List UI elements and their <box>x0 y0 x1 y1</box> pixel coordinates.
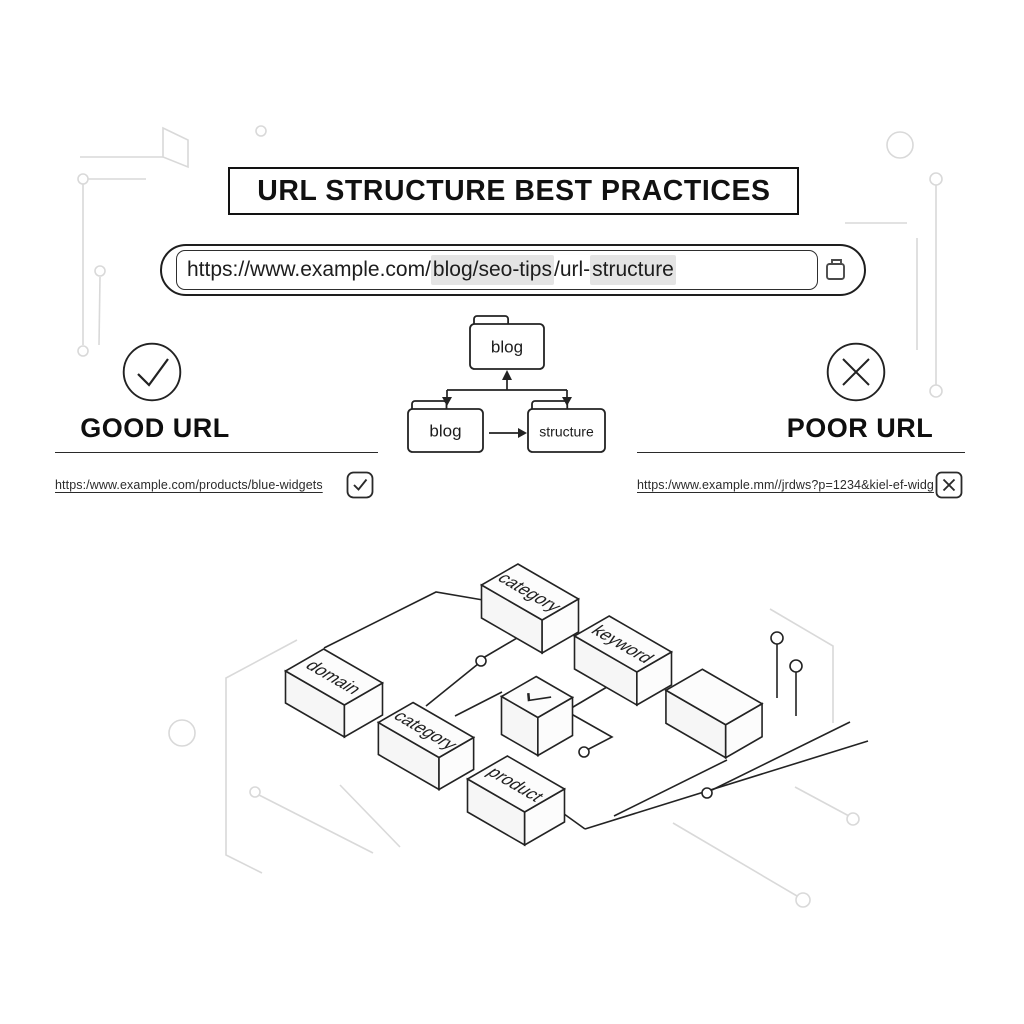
page-title: URL STRUCTURE BEST PRACTICES <box>256 174 771 207</box>
x-circle-icon <box>826 342 886 402</box>
svg-text:blog: blog <box>429 422 461 441</box>
good-url-example-link[interactable]: https:/www.example.com/products/blue-wid… <box>55 478 323 492</box>
decorative-circuit-lines <box>77 125 943 908</box>
url-segment: https://www.example.com/ <box>187 258 431 281</box>
x-box-icon[interactable] <box>935 471 963 499</box>
check-circle-icon <box>122 342 182 402</box>
copy-icon[interactable] <box>818 252 854 288</box>
url-input[interactable]: https://www.example.com/blog/seo-tips/ur… <box>176 250 818 290</box>
url-segment-highlighted: blog/seo-tips <box>430 255 554 285</box>
poor-url-example-link[interactable]: https:/www.example.mm//jrdws?p=1234&kiel… <box>637 478 934 492</box>
svg-text:blog: blog <box>491 338 523 357</box>
url-bar[interactable]: https://www.example.com/blog/seo-tips/ur… <box>160 244 866 296</box>
good-url-heading: GOOD URL <box>80 413 230 443</box>
checkbox-checked-icon[interactable] <box>346 471 374 499</box>
url-segment: /url- <box>554 258 591 281</box>
title-box: URL STRUCTURE BEST PRACTICES <box>228 167 799 215</box>
poor-url-heading: POOR URL <box>786 413 934 443</box>
url-segment-highlighted: structure <box>590 255 676 285</box>
poor-url-divider <box>637 452 965 453</box>
svg-text:structure: structure <box>539 424 594 440</box>
folder-tree-diagram: blog blog structure <box>407 315 606 453</box>
good-url-divider <box>55 452 378 453</box>
